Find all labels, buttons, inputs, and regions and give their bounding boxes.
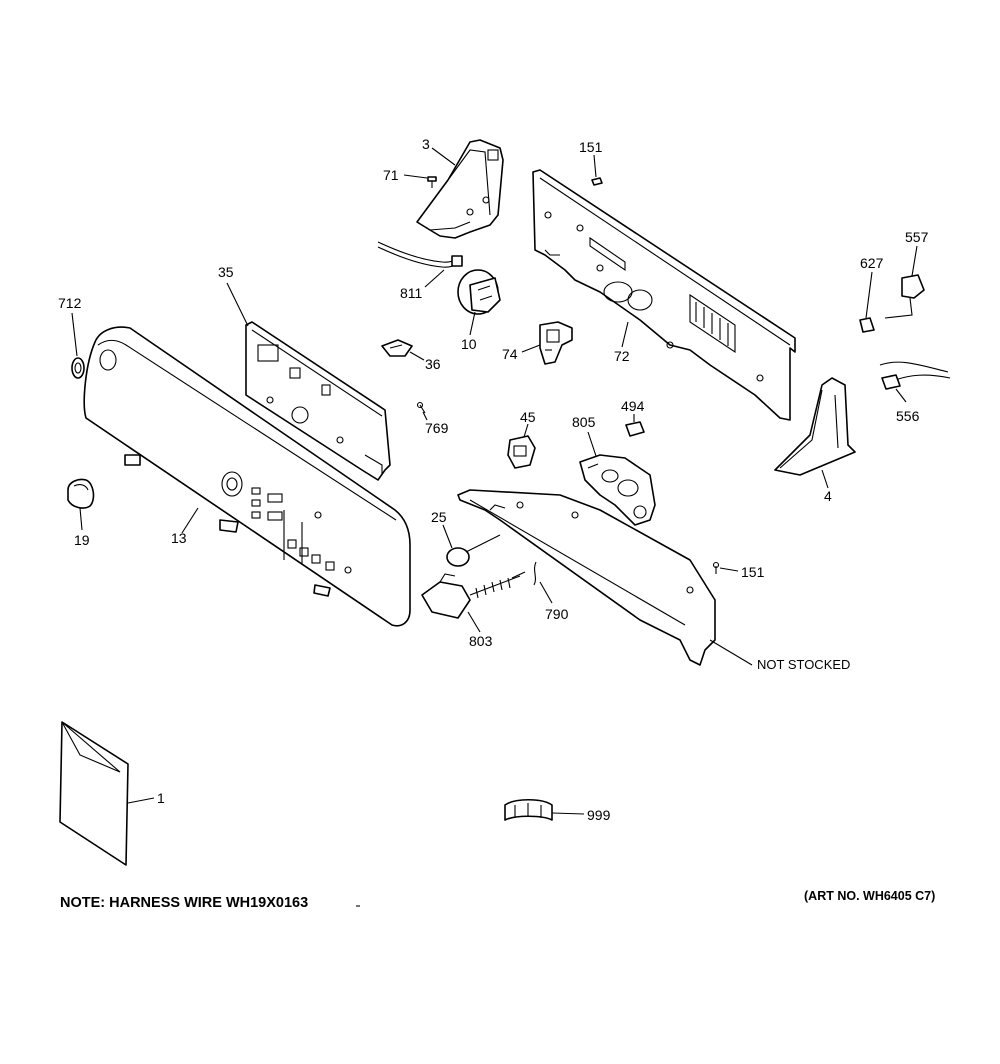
part-13-control-panel xyxy=(83,326,411,627)
part-45 xyxy=(507,435,536,469)
callout-36: 36 xyxy=(425,356,441,372)
part-811-cable xyxy=(377,241,463,268)
part-627 xyxy=(859,317,875,333)
callout-803: 803 xyxy=(469,633,493,649)
callout-74: 74 xyxy=(502,346,518,362)
callout-557: 557 xyxy=(905,229,929,245)
callout-19: 19 xyxy=(74,532,90,548)
callout-45: 45 xyxy=(520,409,536,425)
part-790 xyxy=(533,561,537,586)
callout-151-top: 151 xyxy=(579,139,603,155)
part-3-endcap-left xyxy=(416,139,504,239)
part-10-pressure-switch xyxy=(457,269,501,315)
callout-25: 25 xyxy=(431,509,447,525)
callout-556: 556 xyxy=(896,408,920,424)
part-805-water-valve xyxy=(579,454,656,526)
part-803-pump xyxy=(421,571,526,619)
part-71-screw xyxy=(427,176,437,188)
callout-494: 494 xyxy=(621,398,645,414)
callout-712: 712 xyxy=(58,295,82,311)
part-999-clamp xyxy=(504,798,553,821)
part-25 xyxy=(446,534,501,567)
callout-805: 805 xyxy=(572,414,596,430)
callout-10: 10 xyxy=(461,336,477,352)
part-72-backsplash xyxy=(532,169,796,421)
part-36 xyxy=(381,339,413,357)
callout-35: 35 xyxy=(218,264,234,280)
part-557-switch xyxy=(884,274,925,319)
callout-769: 769 xyxy=(425,420,449,436)
callout-811: 811 xyxy=(400,285,423,301)
part-494 xyxy=(625,421,645,437)
callout-4: 4 xyxy=(824,488,832,504)
callout-13: 13 xyxy=(171,530,187,546)
part-769 xyxy=(416,401,426,414)
part-base-tray-not-stocked xyxy=(457,489,716,666)
callout-not-stocked: NOT STOCKED xyxy=(757,657,851,672)
callout-1: 1 xyxy=(157,790,165,806)
note-harness-wire: NOTE: HARNESS WIRE WH19X0163 xyxy=(60,895,309,911)
callout-72: 72 xyxy=(614,348,630,364)
part-151-clip-top xyxy=(591,177,603,186)
part-712-nut xyxy=(71,357,85,379)
part-4-endcap-right xyxy=(774,377,856,476)
part-74 xyxy=(539,321,573,365)
part-1-literature xyxy=(59,721,129,866)
part-19-knob xyxy=(67,478,95,509)
part-556-harness xyxy=(879,361,951,390)
note-art-number: (ART NO. WH6405 C7) xyxy=(804,889,936,903)
callout-3: 3 xyxy=(422,136,430,152)
callout-999: 999 xyxy=(587,807,611,823)
callout-71: 71 xyxy=(383,167,399,183)
callout-790: 790 xyxy=(545,606,569,622)
callout-151-lower: 151 xyxy=(741,564,765,580)
part-35-control-board xyxy=(245,321,391,481)
callout-627: 627 xyxy=(860,255,884,271)
part-151-clip-lower xyxy=(712,561,720,574)
